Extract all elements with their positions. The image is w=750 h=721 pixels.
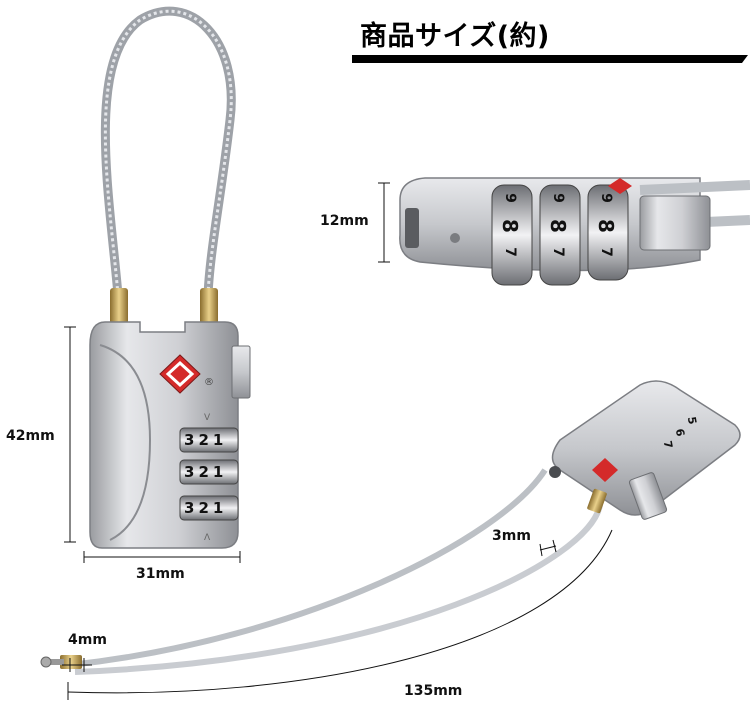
top-dial-1[interactable]: 8 (497, 219, 522, 233)
dial-3-1[interactable]: 3 (184, 499, 199, 517)
top-upper-digit-1: 9 (501, 193, 518, 203)
cable-lower (74, 504, 603, 675)
top-view-clip (639, 195, 711, 251)
dial-2-3[interactable]: 1 (212, 463, 228, 481)
dial-row-3[interactable]: 321 (184, 499, 227, 517)
cable-upper (69, 468, 548, 668)
top-dial-3[interactable]: 8 (593, 219, 618, 233)
top-upper-digit-2: 9 (549, 193, 566, 203)
ferrule-left (110, 288, 128, 324)
dimension-width: 31mm (136, 566, 185, 582)
top-dial-2[interactable]: 8 (545, 219, 570, 233)
title-underline (352, 55, 748, 63)
angled-lock (40, 380, 741, 675)
dial-row-1[interactable]: 321 (184, 431, 227, 449)
dial-1-3[interactable]: 1 (212, 431, 228, 449)
dimension-height: 42mm (6, 428, 55, 444)
top-lower-digit-3: 7 (597, 247, 614, 257)
dimension-pin-diameter: 4mm (68, 632, 107, 648)
tsa-logo (159, 354, 201, 394)
top-lower-digit-1: 7 (501, 247, 518, 257)
top-view-lock (399, 177, 750, 286)
top-upper-digit-3: 9 (597, 193, 614, 203)
page-title: 商品サイズ(約) (360, 21, 550, 52)
dial-2-1[interactable]: 3 (184, 463, 199, 481)
dial-1-2[interactable]: 2 (198, 431, 213, 449)
top-lower-digit-2: 7 (549, 247, 566, 257)
dial-3-2[interactable]: 2 (198, 499, 213, 517)
dimension-cable-length: 135mm (404, 683, 463, 699)
svg-text:Λ: Λ (204, 533, 211, 543)
lock-body (89, 321, 239, 549)
ferrule-right (200, 288, 218, 324)
registered-mark: ® (204, 377, 214, 388)
dial-3-3[interactable]: 1 (212, 499, 228, 517)
dial-1-1[interactable]: 3 (184, 431, 199, 449)
svg-text:V: V (204, 413, 211, 423)
dimension-depth: 12mm (320, 213, 369, 229)
dimension-lines (62, 182, 613, 700)
dial-row-2[interactable]: 321 (184, 463, 227, 481)
dial-2-2[interactable]: 2 (198, 463, 213, 481)
dimension-cable-diameter: 3mm (492, 528, 531, 544)
front-lock: V Λ (89, 6, 251, 549)
